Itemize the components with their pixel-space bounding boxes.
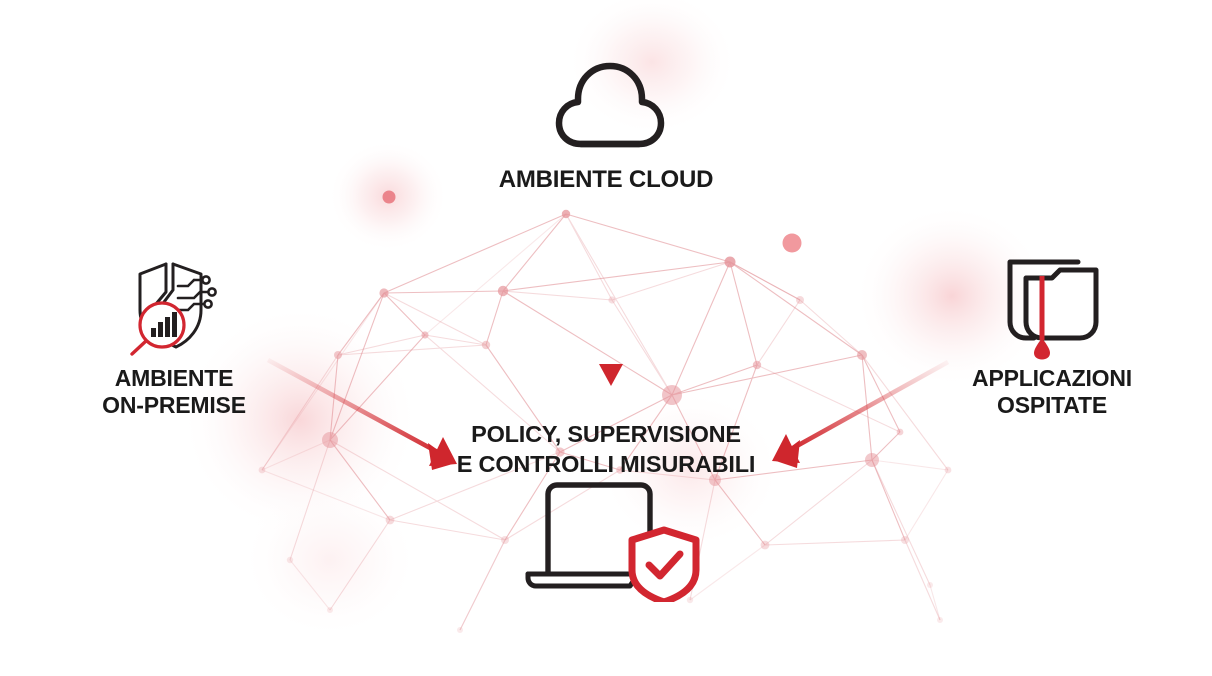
laptop-shield-check-icon <box>514 478 702 606</box>
glow-blob-bottom-left <box>240 480 420 640</box>
glow-blob-lower-center <box>598 390 782 550</box>
front-folder <box>1023 267 1099 341</box>
center-title-line2: E CONTROLLI MISURABILI <box>456 451 756 478</box>
label-onprem-line1: AMBIENTE <box>114 365 234 391</box>
network-edges <box>261 213 949 631</box>
glow-blob-top-center <box>566 0 738 136</box>
label-applicazioni-ospitate: APPLICAZIONI OSPITATE <box>938 365 1166 419</box>
check-icon <box>645 550 684 580</box>
laptop-screen <box>545 482 653 576</box>
circuit-dots <box>201 275 217 309</box>
leak-drop <box>1034 338 1050 360</box>
shield-badge <box>628 526 700 606</box>
label-onprem-line2: ON-PREMISE <box>102 392 246 419</box>
back-folder <box>1007 259 1081 341</box>
accent-dot-right <box>782 233 802 253</box>
cracked-shield-magnifier-icon <box>126 252 238 362</box>
label-cloud-line1: AMBIENTE CLOUD <box>498 166 714 193</box>
label-hosted-line1: APPLICAZIONI <box>972 365 1132 391</box>
glow-blob-right <box>854 204 1050 388</box>
leaking-folders-icon <box>1000 252 1112 360</box>
circuit-lines <box>176 278 210 312</box>
arrow-onprem-to-center <box>266 357 457 470</box>
label-hosted-line2: OSPITATE <box>997 392 1107 419</box>
bar-chart <box>151 312 177 337</box>
label-ambiente-on-premise: AMBIENTE ON-PREMISE <box>60 365 288 419</box>
accent-dot-left <box>382 190 396 204</box>
arrow-cloud-to-center <box>599 200 623 386</box>
laptop-base <box>525 571 641 589</box>
accent-dots <box>382 190 802 253</box>
center-title: POLICY, SUPERVISIONE E CONTROLLI MISURAB… <box>426 419 786 479</box>
cloud-icon <box>548 62 672 148</box>
center-title-line1: POLICY, SUPERVISIONE <box>471 421 741 447</box>
shield-right-half <box>168 262 203 349</box>
arrow-hosted-to-center <box>772 359 950 468</box>
glow-blob-left <box>180 304 420 536</box>
network-nodes <box>258 209 952 633</box>
label-ambiente-cloud: AMBIENTE CLOUD <box>420 166 792 194</box>
